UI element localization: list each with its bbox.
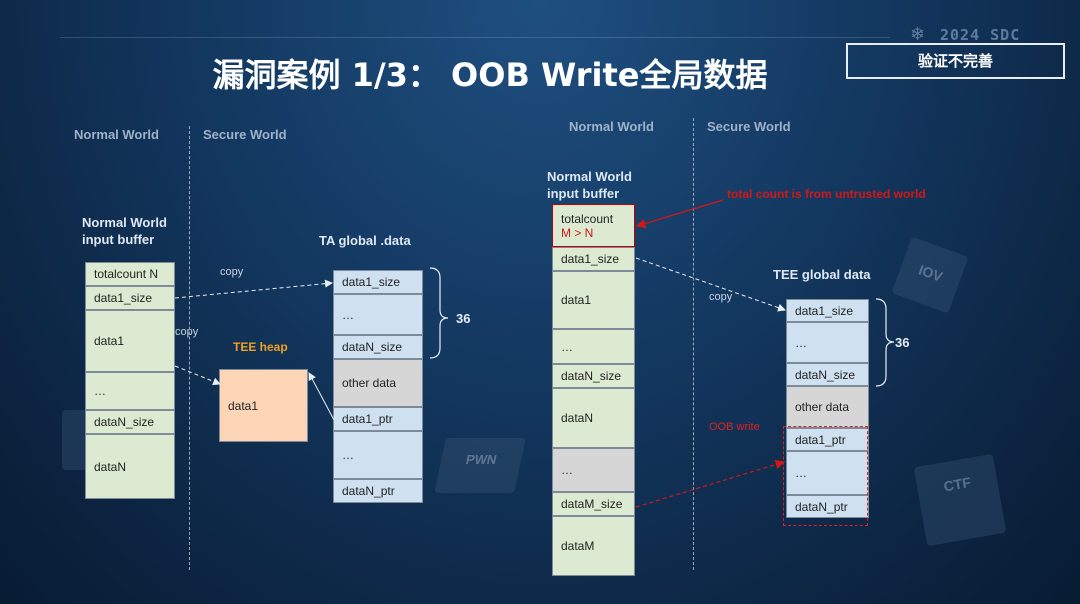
right-global-row: data1_ptr [786,428,869,451]
left-world-divider [189,126,190,570]
left-brace-label: 36 [456,311,471,326]
page-title: 漏洞案例 1/3： OOB Write全局数据 [212,56,768,94]
right-normal-world-header: Normal World [569,119,654,134]
left-copy-arrow-size [174,279,333,299]
right-global-row: other data [786,386,869,428]
right-input-row: dataM [552,516,635,576]
left-secure-world-header: Secure World [203,127,287,142]
left-ptr-arrow [308,372,335,421]
left-normal-world-header: Normal World [74,127,159,142]
left-input-title: Normal World input buffer [82,214,167,248]
left-input-buffer: totalcount N data1_size data1 … dataN_si… [85,262,175,499]
right-copy-arrow-size [635,257,786,312]
right-brace-label: 36 [895,335,910,350]
left-global-data: data1_size … dataN_size other data data1… [333,270,423,503]
left-global-row: … [333,431,423,479]
left-input-row: dataN [85,434,175,499]
left-global-row: dataN_ptr [333,479,423,503]
left-input-row: dataN_size [85,410,175,434]
right-input-row: dataN_size [552,364,635,388]
brand-logo-text: 2024 SDC [940,26,1021,44]
tee-heap-box: data1 [219,369,308,442]
left-input-row: … [85,372,175,410]
right-input-title: Normal World input buffer [547,168,632,202]
left-global-row: data1_ptr [333,407,423,431]
snowflake-icon: ❄ [910,24,926,44]
untrusted-annotation: total count is from untrusted world [727,187,926,201]
left-copy-arrow-data [174,365,221,386]
left-global-title: TA global .data [319,233,411,248]
right-global-row: … [786,322,869,363]
left-decor-cube [62,410,88,470]
right-global-title: TEE global data [773,267,871,282]
oob-write-arrow [635,459,786,508]
totalcount-label: totalcount [561,211,614,226]
right-input-row: dataM_size [552,492,635,516]
left-input-title-line2: input buffer [82,232,155,247]
untrusted-arrow [635,199,724,229]
tee-heap-title: TEE heap [233,340,288,354]
right-brace [875,298,895,387]
right-global-row: data1_size [786,299,869,322]
left-input-row: data1_size [85,286,175,310]
oob-write-label: OOB write [709,421,760,433]
right-input-row: data1 [552,271,635,329]
verification-badge: 验证不完善 [846,43,1065,79]
left-input-row: data1 [85,310,175,372]
right-global-row: dataN_size [786,363,869,386]
right-input-row-totalcount: totalcount M > N [552,204,635,247]
left-input-row: totalcount N [85,262,175,286]
right-copy-label: copy [709,291,733,303]
title-rule [60,37,890,38]
left-global-row: other data [333,359,423,407]
right-global-data: data1_size … dataN_size other data data1… [786,299,869,518]
right-input-buffer: totalcount M > N data1_size data1 … data… [552,204,635,576]
right-input-row: data1_size [552,247,635,271]
right-world-divider [693,118,694,570]
right-global-row: dataN_ptr [786,495,869,518]
right-input-row: … [552,448,635,492]
left-global-row: … [333,294,423,335]
left-copy-label-1: copy [220,266,244,278]
right-input-title-line2: input buffer [547,186,620,201]
right-secure-world-header: Secure World [707,119,791,134]
right-input-row: dataN [552,388,635,448]
right-input-row: … [552,329,635,364]
oob-write-region [783,426,868,526]
left-brace [429,267,449,359]
m-gt-n-label: M > N [561,225,594,240]
left-input-title-line1: Normal World [82,215,167,230]
left-global-row: dataN_size [333,335,423,359]
right-input-title-line1: Normal World [547,169,632,184]
right-global-row: … [786,451,869,495]
left-copy-label-2: copy [175,326,199,338]
left-global-row: data1_size [333,270,423,294]
